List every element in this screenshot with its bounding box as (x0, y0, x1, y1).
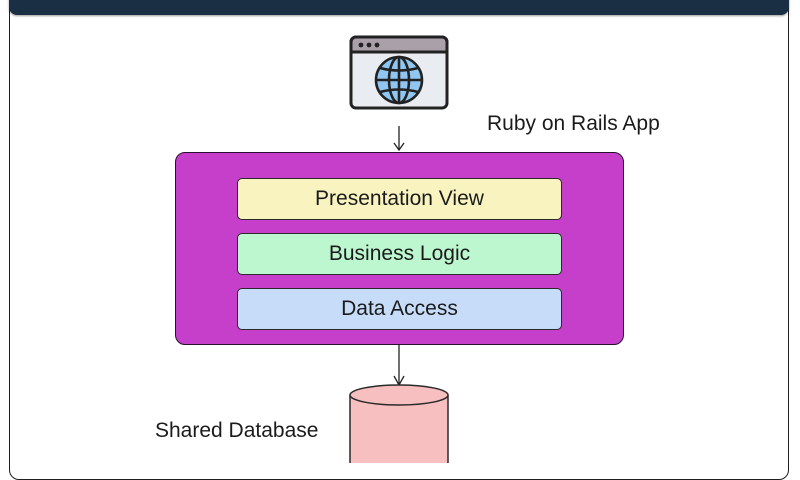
header-bar (9, 0, 789, 15)
database-label: Shared Database (155, 419, 319, 442)
browser-globe-icon (349, 35, 449, 110)
browser-titlebar (349, 35, 449, 54)
cylinder-body (349, 395, 449, 463)
app-label: Ruby on Rails App (487, 112, 660, 135)
layer-label: Data Access (341, 297, 458, 320)
layer-presentation-view: Presentation View (237, 178, 562, 220)
layer-label: Business Logic (328, 242, 471, 265)
window-dot (366, 42, 372, 48)
layer-business-logic: Business Logic (237, 233, 562, 275)
globe-icon (374, 55, 424, 105)
arrow-client-to-app (393, 126, 405, 152)
cylinder-top (349, 384, 449, 406)
window-dot (358, 42, 364, 48)
layer-label: Presentation View (315, 187, 484, 210)
database-cylinder-icon (349, 384, 449, 463)
window-dot (374, 42, 380, 48)
arrow-app-to-database (393, 345, 405, 387)
layer-data-access: Data Access (237, 288, 562, 330)
